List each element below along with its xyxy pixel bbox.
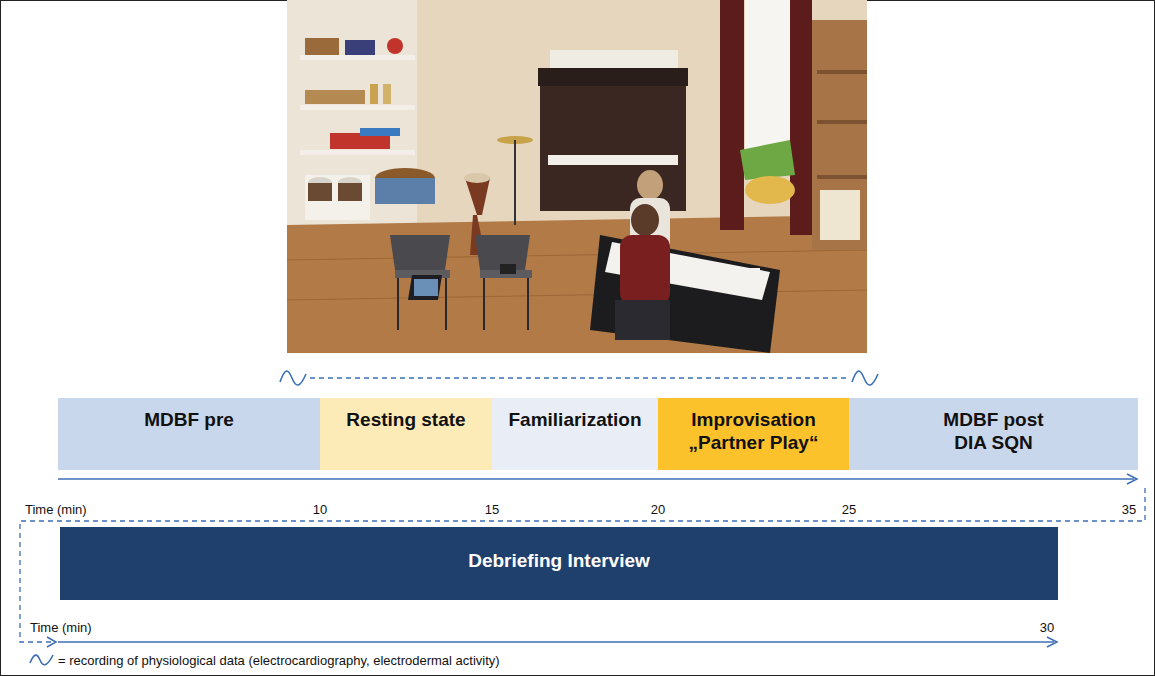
phase-label: Familiarization	[508, 408, 641, 431]
phase-band: Improvisation„Partner Play“	[658, 398, 849, 470]
phase-label: Resting state	[346, 408, 465, 431]
tick-label: 20	[651, 502, 665, 517]
tick-label: 10	[313, 502, 327, 517]
time-axis	[58, 641, 1054, 643]
phase-label: MDBF post	[943, 408, 1043, 431]
interview-band: Debriefing Interview	[60, 527, 1058, 600]
tick-label: 25	[842, 502, 856, 517]
legend-text: = recording of physiological data (elect…	[58, 653, 500, 668]
axis-arrowhead	[1047, 637, 1057, 647]
phase-label: MDBF pre	[144, 408, 234, 431]
tick-label: 35	[1122, 502, 1136, 517]
room-photo	[287, 0, 867, 353]
phase-band: Familiarization	[492, 398, 658, 470]
phase-band: Resting state	[320, 398, 492, 470]
time-axis	[58, 478, 1134, 480]
phase-label: Improvisation	[691, 408, 816, 431]
axis-arrowhead	[1127, 474, 1137, 484]
phase-label: Debriefing Interview	[468, 549, 650, 572]
tick-label: 30	[1040, 620, 1054, 635]
phase-label: „Partner Play“	[689, 431, 819, 454]
axis-title: Time (min)	[25, 502, 87, 517]
tick-label: 15	[485, 502, 499, 517]
recording-symbol	[280, 371, 306, 385]
legend-symbol	[28, 652, 56, 668]
continuation-line	[20, 488, 1145, 642]
phase-band: MDBF pre	[58, 398, 320, 470]
continuation-arrowhead	[47, 637, 56, 647]
axis-title: Time (min)	[30, 620, 92, 635]
phase-band: MDBF postDIA SQN	[849, 398, 1138, 470]
recording-span	[310, 377, 848, 378]
recording-symbol	[852, 371, 878, 385]
phase-label: DIA SQN	[954, 431, 1032, 454]
